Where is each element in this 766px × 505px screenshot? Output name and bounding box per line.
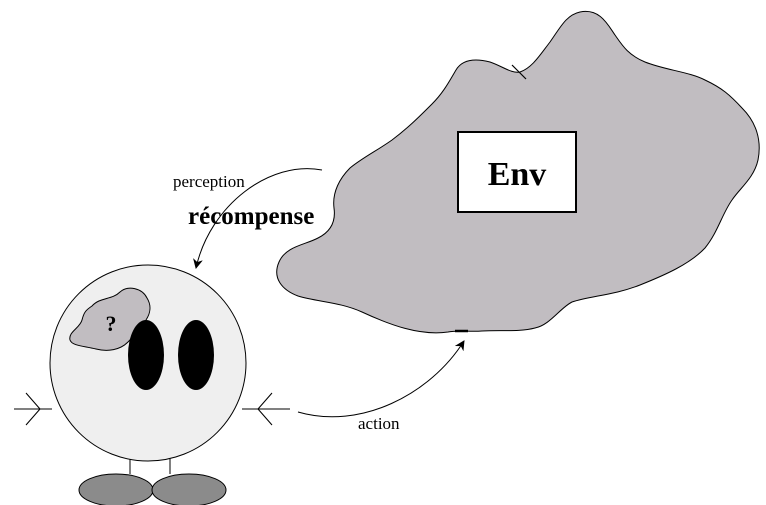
agent-left-arm [14, 392, 52, 426]
unknown-mark: ? [106, 311, 117, 336]
agent-left-foot [78, 473, 154, 505]
perception-label: perception [173, 172, 245, 191]
env-label: Env [488, 156, 547, 193]
agent-thought-blob [69, 287, 151, 351]
agent-left-eye [128, 320, 164, 390]
action-label: action [358, 414, 400, 433]
perception-arrow [193, 168, 323, 269]
agent-right-foot [151, 473, 227, 505]
env-tick-top [511, 64, 527, 80]
action-arrow [297, 340, 465, 418]
agent-right-eye [178, 320, 214, 390]
agent-right-arm [242, 392, 290, 426]
env-box [457, 131, 577, 213]
reward-label: récompense [188, 203, 314, 230]
